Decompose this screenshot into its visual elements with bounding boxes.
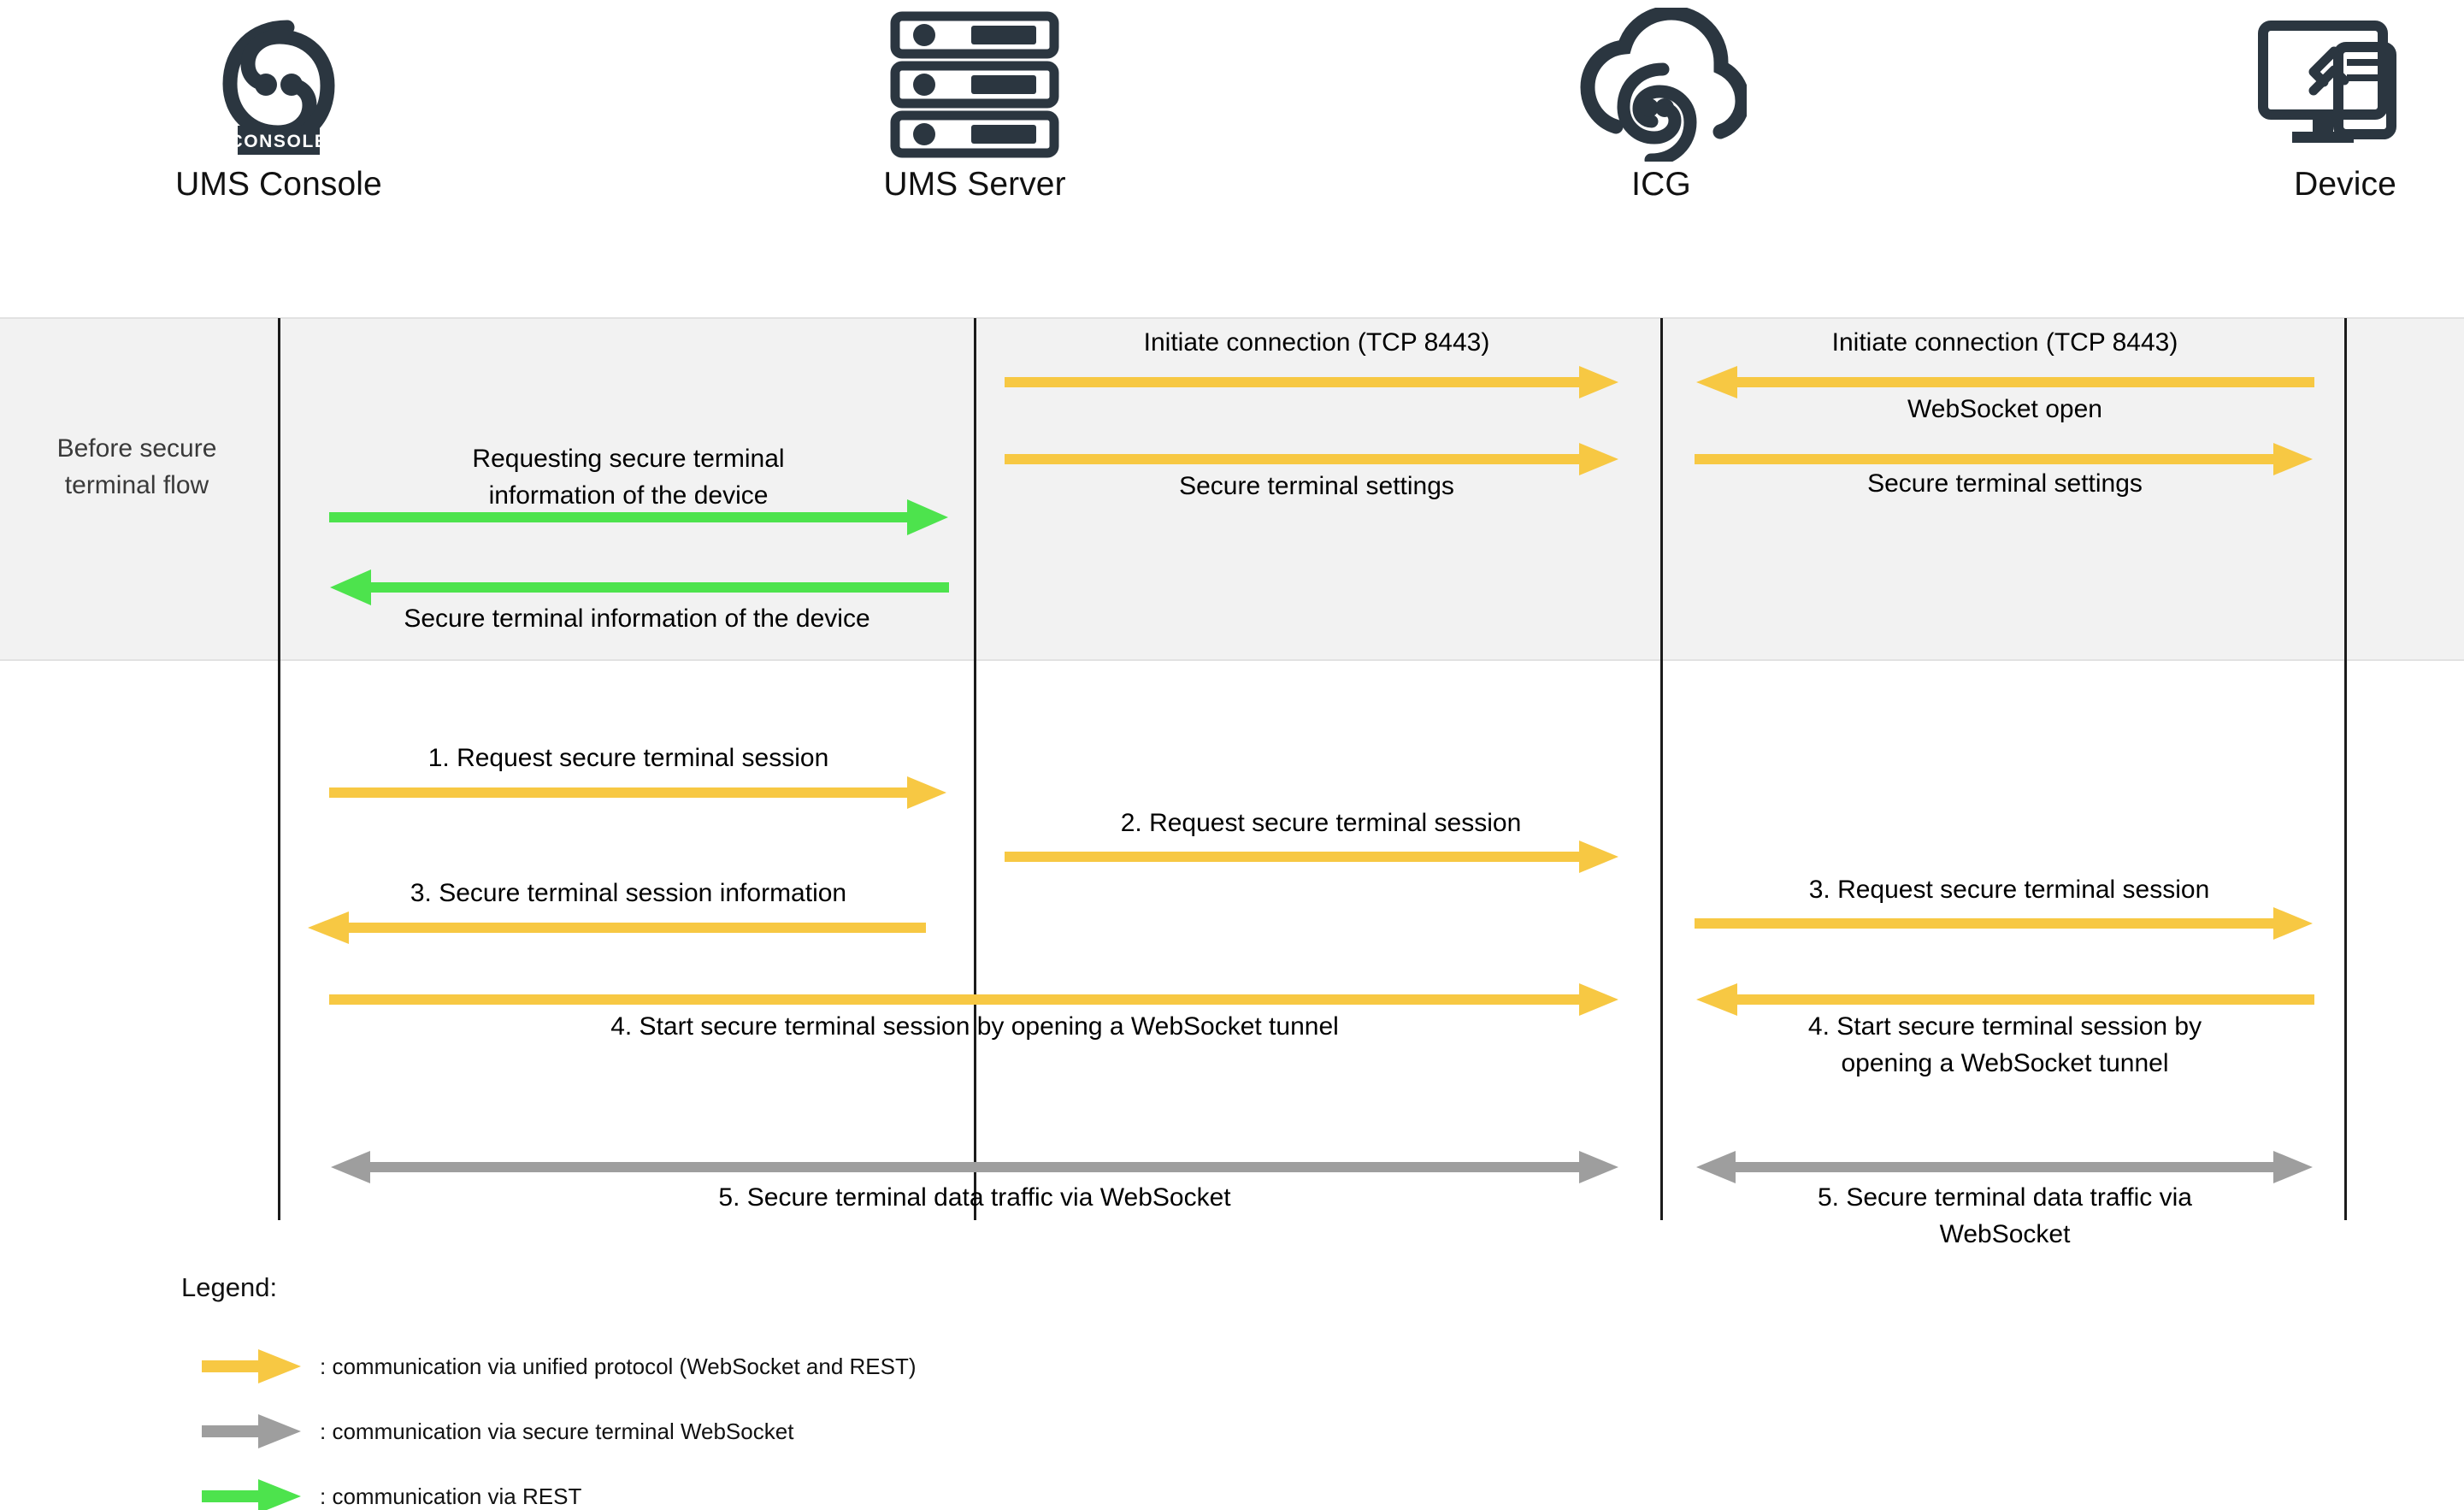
yellow-arrow-icon — [202, 1348, 303, 1385]
message-label-websocket-open: WebSocket open — [1907, 395, 2102, 423]
actor-device: Device — [2166, 3, 2464, 204]
message-label-step-3-server-console: 3. Secure terminal session information — [410, 879, 847, 907]
legend-text-unified-protocol: : communication via unified protocol (We… — [320, 1353, 917, 1379]
message-label-secure-terminal-settings-server-icg: Secure terminal settings — [1179, 472, 1454, 500]
message-arrow-step-1 — [329, 770, 949, 816]
console-badge-text: CONSOLE — [229, 132, 327, 151]
message-label-initiate-connection-device-icg: Initiate connection (TCP 8443) — [1831, 328, 2178, 357]
message-arrow-secure-terminal-settings-icg-device — [1695, 436, 2314, 482]
lifeline-device — [2344, 318, 2347, 1220]
message-label-step-3-icg-device: 3. Request secure terminal session — [1808, 876, 2210, 904]
message-label-step-2: 2. Request secure terminal session — [1120, 809, 1522, 837]
legend: Legend: : communication via unified prot… — [181, 1272, 1378, 1510]
message-arrow-step-3-icg-device — [1695, 900, 2314, 947]
message-label-step-1: 1. Request secure terminal session — [427, 744, 829, 772]
lifeline-ums-console — [278, 318, 280, 1220]
message-arrow-secure-terminal-info-of-device — [329, 564, 949, 610]
green-arrow-icon — [202, 1478, 303, 1510]
legend-item-unified-protocol: : communication via unified protocol (We… — [181, 1334, 1378, 1399]
actor-label-device: Device — [2294, 166, 2396, 203]
message-arrow-step-3-server-console — [306, 905, 926, 951]
gray-arrow-icon — [202, 1413, 303, 1450]
igel-console-logo-icon: CONSOLE — [99, 3, 458, 166]
actor-label-ums-console: UMS Console — [175, 166, 382, 203]
message-arrow-step-4-device-icg — [1695, 976, 2314, 1023]
message-arrow-step-2 — [1005, 834, 1620, 880]
legend-item-rest: : communication via REST — [181, 1464, 1378, 1510]
legend-text-secure-terminal-websocket: : communication via secure terminal WebS… — [320, 1418, 794, 1444]
message-label-secure-terminal-settings-icg-device: Secure terminal settings — [1867, 469, 2143, 498]
message-label-initiate-connection-server-icg: Initiate connection (TCP 8443) — [1143, 328, 1490, 357]
lifeline-ums-server — [974, 318, 976, 1220]
legend-item-secure-terminal-websocket: : communication via secure terminal WebS… — [181, 1399, 1378, 1464]
message-label-step-5-console-icg: 5. Secure terminal data traffic via WebS… — [718, 1183, 1231, 1212]
message-arrow-step-5-icg-device — [1695, 1144, 2314, 1190]
message-arrow-initiate-connection-device-icg — [1695, 359, 2314, 405]
actor-ums-server: UMS Server — [795, 3, 1154, 204]
message-label-step-4-device-icg: 4. Start secure terminal session by open… — [1807, 1012, 2202, 1077]
actor-icg: ICG — [1482, 3, 1841, 204]
actor-ums-console: CONSOLE UMS Console — [99, 3, 458, 204]
legend-title: Legend: — [181, 1272, 278, 1302]
message-arrow-step-5-console-icg — [329, 1144, 1620, 1190]
legend-text-rest: : communication via REST — [320, 1483, 582, 1509]
message-arrow-step-4-console-icg — [329, 976, 1620, 1023]
cloud-gateway-icon — [1482, 3, 1841, 166]
lifeline-icg — [1660, 318, 1663, 1220]
desktop-computer-icon — [2166, 3, 2464, 166]
message-label-requesting-secure-terminal-info: Requesting secure terminal information o… — [472, 445, 785, 510]
message-label-step-5-icg-device: 5. Secure terminal data traffic via WebS… — [1818, 1183, 2192, 1248]
phase-label: Before secure terminal flow — [56, 434, 217, 499]
actor-label-ums-server: UMS Server — [883, 166, 1066, 203]
server-rack-icon — [795, 3, 1154, 166]
message-arrow-initiate-connection-server-icg — [1005, 359, 1620, 405]
message-label-secure-terminal-info-of-device: Secure terminal information of the devic… — [404, 605, 870, 633]
phase-band-before-secure-terminal-flow — [0, 317, 2464, 661]
message-arrow-requesting-secure-terminal-info — [329, 494, 949, 540]
message-arrow-secure-terminal-settings-server-icg — [1005, 436, 1620, 482]
actor-label-icg: ICG — [1631, 166, 1691, 203]
message-label-step-4-console-icg: 4. Start secure terminal session by open… — [610, 1012, 1339, 1041]
